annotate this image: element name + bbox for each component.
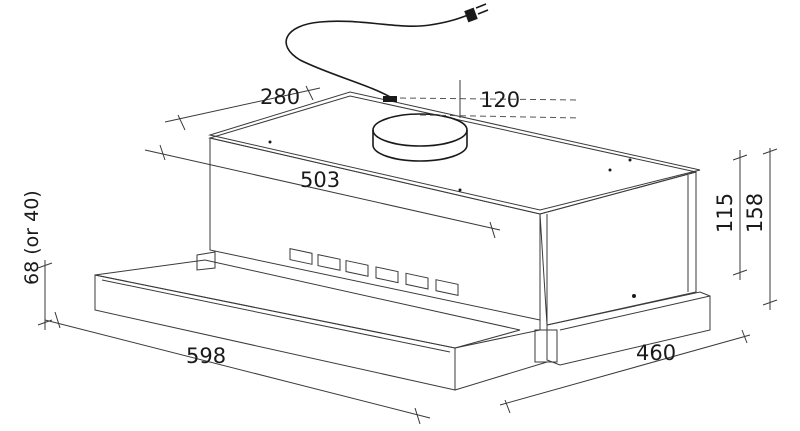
dim-460: 460 <box>499 329 751 414</box>
dim-label-280: 280 <box>260 85 300 109</box>
hood-body-front <box>209 137 548 330</box>
dim-label-120: 120 <box>480 88 520 112</box>
pullout-visor <box>94 251 548 391</box>
dim-598: 598 <box>44 311 431 425</box>
dim-label-503: 503 <box>300 168 340 192</box>
dim-label-158: 158 <box>743 193 767 233</box>
vent-slots <box>289 248 459 296</box>
dim-68: 68 (or 40) <box>21 190 53 330</box>
dim-280: 280 <box>164 85 321 131</box>
dim-120: 120 <box>399 80 581 119</box>
power-cord <box>285 3 489 99</box>
dim-label-598: 598 <box>186 344 226 368</box>
duct-collar <box>372 96 468 162</box>
hood-top <box>208 91 701 215</box>
dim-label-68: 68 (or 40) <box>21 190 43 285</box>
dim-158: 158 <box>743 148 778 310</box>
dim-label-115: 115 <box>713 193 737 233</box>
dim-115: 115 <box>713 150 748 280</box>
dim-label-460: 460 <box>636 341 676 365</box>
dim-503: 503 <box>144 144 501 239</box>
hood-body-side <box>268 140 697 326</box>
